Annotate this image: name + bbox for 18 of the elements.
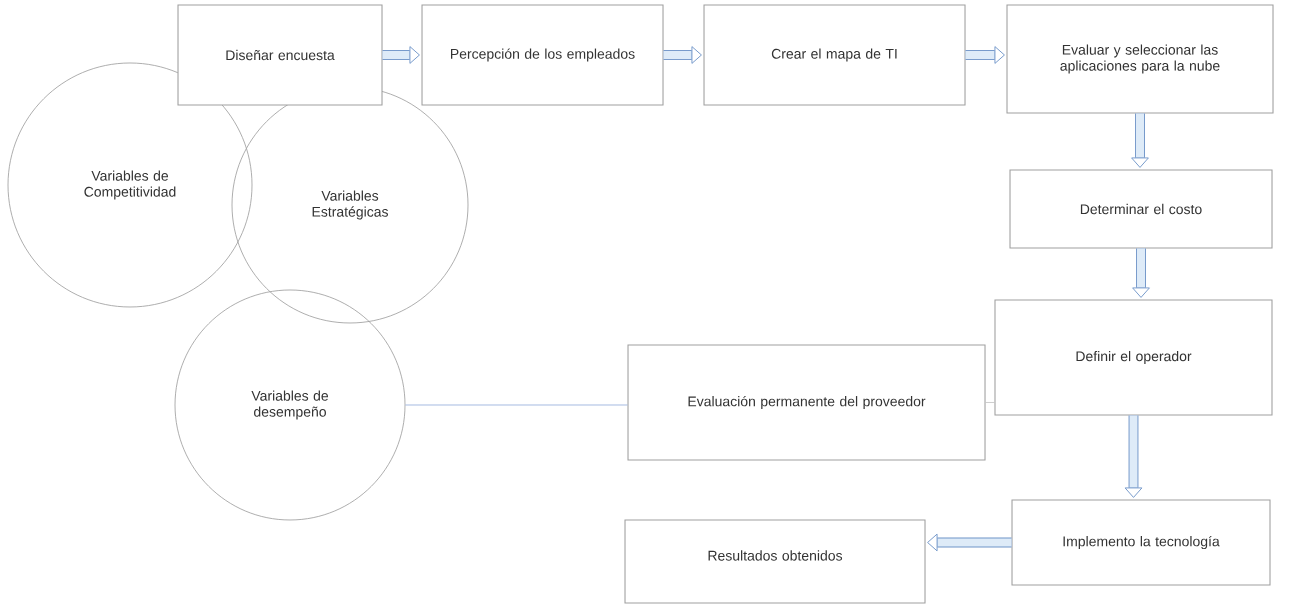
- block-arrow: [663, 46, 702, 64]
- process-box: Evaluar y seleccionar las aplicaciones para la nube: [1006, 4, 1274, 114]
- block-arrow: [1132, 248, 1150, 298]
- process-box: Diseñar encuesta: [177, 4, 383, 106]
- block-arrow: [1124, 415, 1143, 498]
- block-arrow: [927, 533, 1012, 552]
- block-arrow: [965, 46, 1005, 64]
- process-box: Implemento la tecnología: [1011, 499, 1271, 586]
- process-box: Resultados obtenidos: [624, 519, 926, 604]
- connector-line: [985, 402, 995, 403]
- block-arrow: [1131, 113, 1149, 168]
- connector-line: [405, 404, 628, 406]
- process-box: Crear el mapa de TI: [703, 4, 966, 106]
- process-box: Determinar el costo: [1009, 169, 1273, 249]
- process-box: Definir el operador: [994, 299, 1273, 416]
- block-arrow: [382, 46, 420, 64]
- process-box: Evaluación permanente del proveedor: [627, 344, 986, 461]
- process-box: Percepción de los empleados: [421, 4, 664, 106]
